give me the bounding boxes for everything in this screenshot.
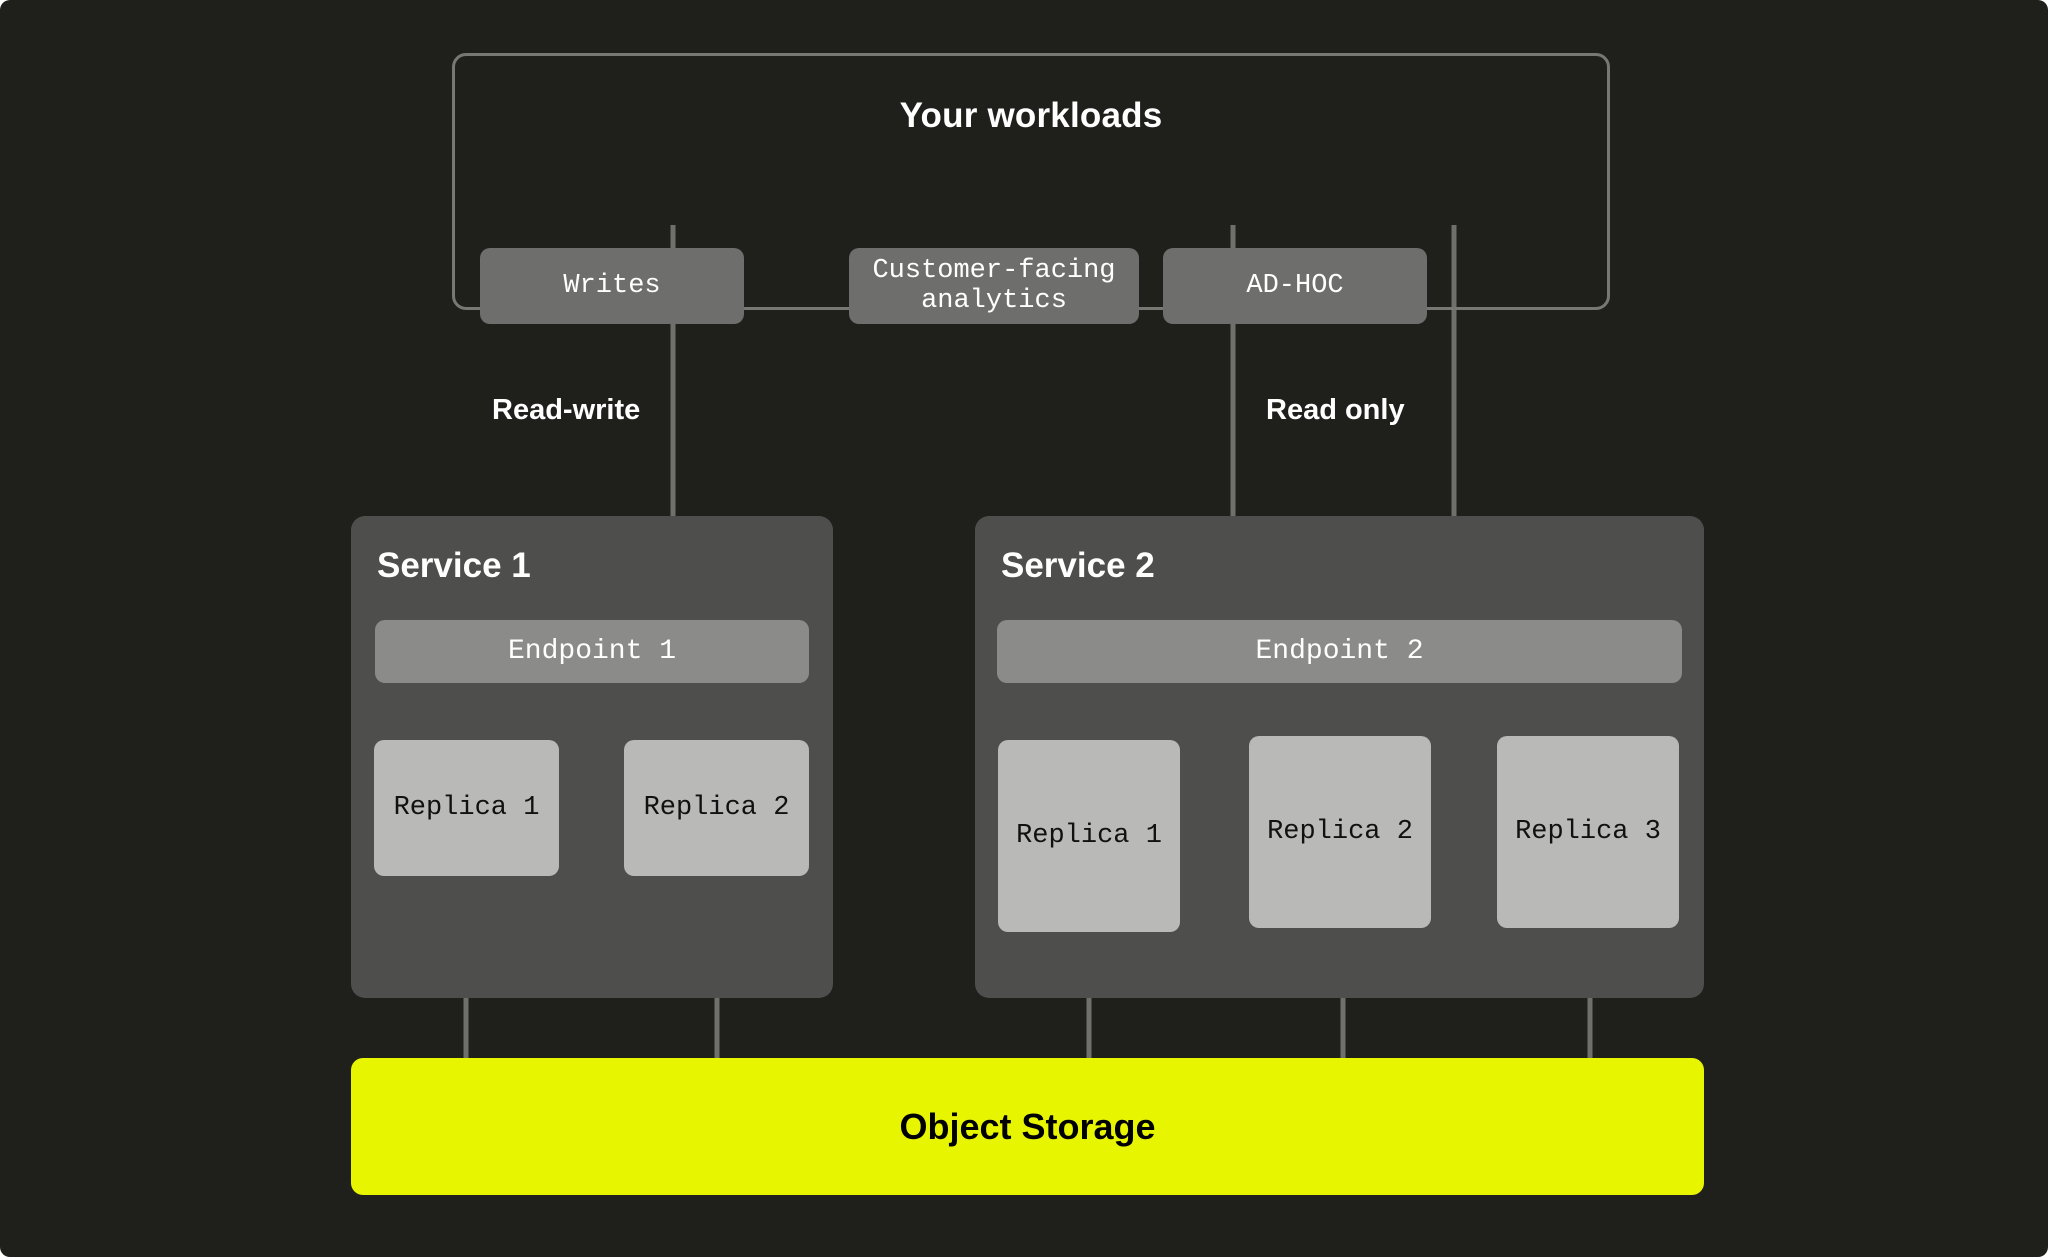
endpoint-2-label: Endpoint 2 (1255, 636, 1424, 667)
workloads-container: Your workloads Writes Customer-facing an… (452, 53, 1610, 324)
object-storage-bar[interactable]: Object Storage (351, 1058, 1704, 1195)
workload-pill-ad-hoc-label: AD-HOC (1246, 271, 1344, 301)
service-2-replica-3[interactable]: Replica 3 (1497, 736, 1679, 928)
service-2-replica-1[interactable]: Replica 1 (998, 740, 1180, 932)
service-1-replica-2[interactable]: Replica 2 (624, 740, 809, 876)
service-1-title: Service 1 (377, 546, 531, 585)
workload-pill-writes-label: Writes (563, 271, 661, 301)
service-2-replica-2-label: Replica 2 (1267, 817, 1413, 847)
service-1-replica-1-label: Replica 1 (393, 793, 540, 823)
flow-label-read-only: Read only (1266, 394, 1405, 426)
service-1-replica-2-label: Replica 2 (643, 793, 790, 823)
workload-pill-ad-hoc[interactable]: AD-HOC (1163, 248, 1427, 324)
service-1-replica-1[interactable]: Replica 1 (374, 740, 559, 876)
endpoint-1[interactable]: Endpoint 1 (375, 620, 809, 683)
workload-pill-customer-facing-analytics-label: Customer-facing analytics (872, 256, 1116, 316)
endpoint-2[interactable]: Endpoint 2 (997, 620, 1682, 683)
object-storage-label: Object Storage (899, 1105, 1156, 1147)
endpoint-1-label: Endpoint 1 (507, 636, 677, 667)
workloads-title: Your workloads (899, 96, 1163, 135)
service-2-replica-1-label: Replica 1 (1016, 821, 1162, 851)
service-2-replica-3-label: Replica 3 (1515, 817, 1661, 847)
service-2-title: Service 2 (1001, 546, 1155, 585)
service-2-replica-2[interactable]: Replica 2 (1249, 736, 1431, 928)
workload-pill-writes[interactable]: Writes (480, 248, 744, 324)
workload-pill-customer-facing-analytics[interactable]: Customer-facing analytics (849, 248, 1139, 324)
flow-label-read-write: Read-write (492, 394, 641, 426)
